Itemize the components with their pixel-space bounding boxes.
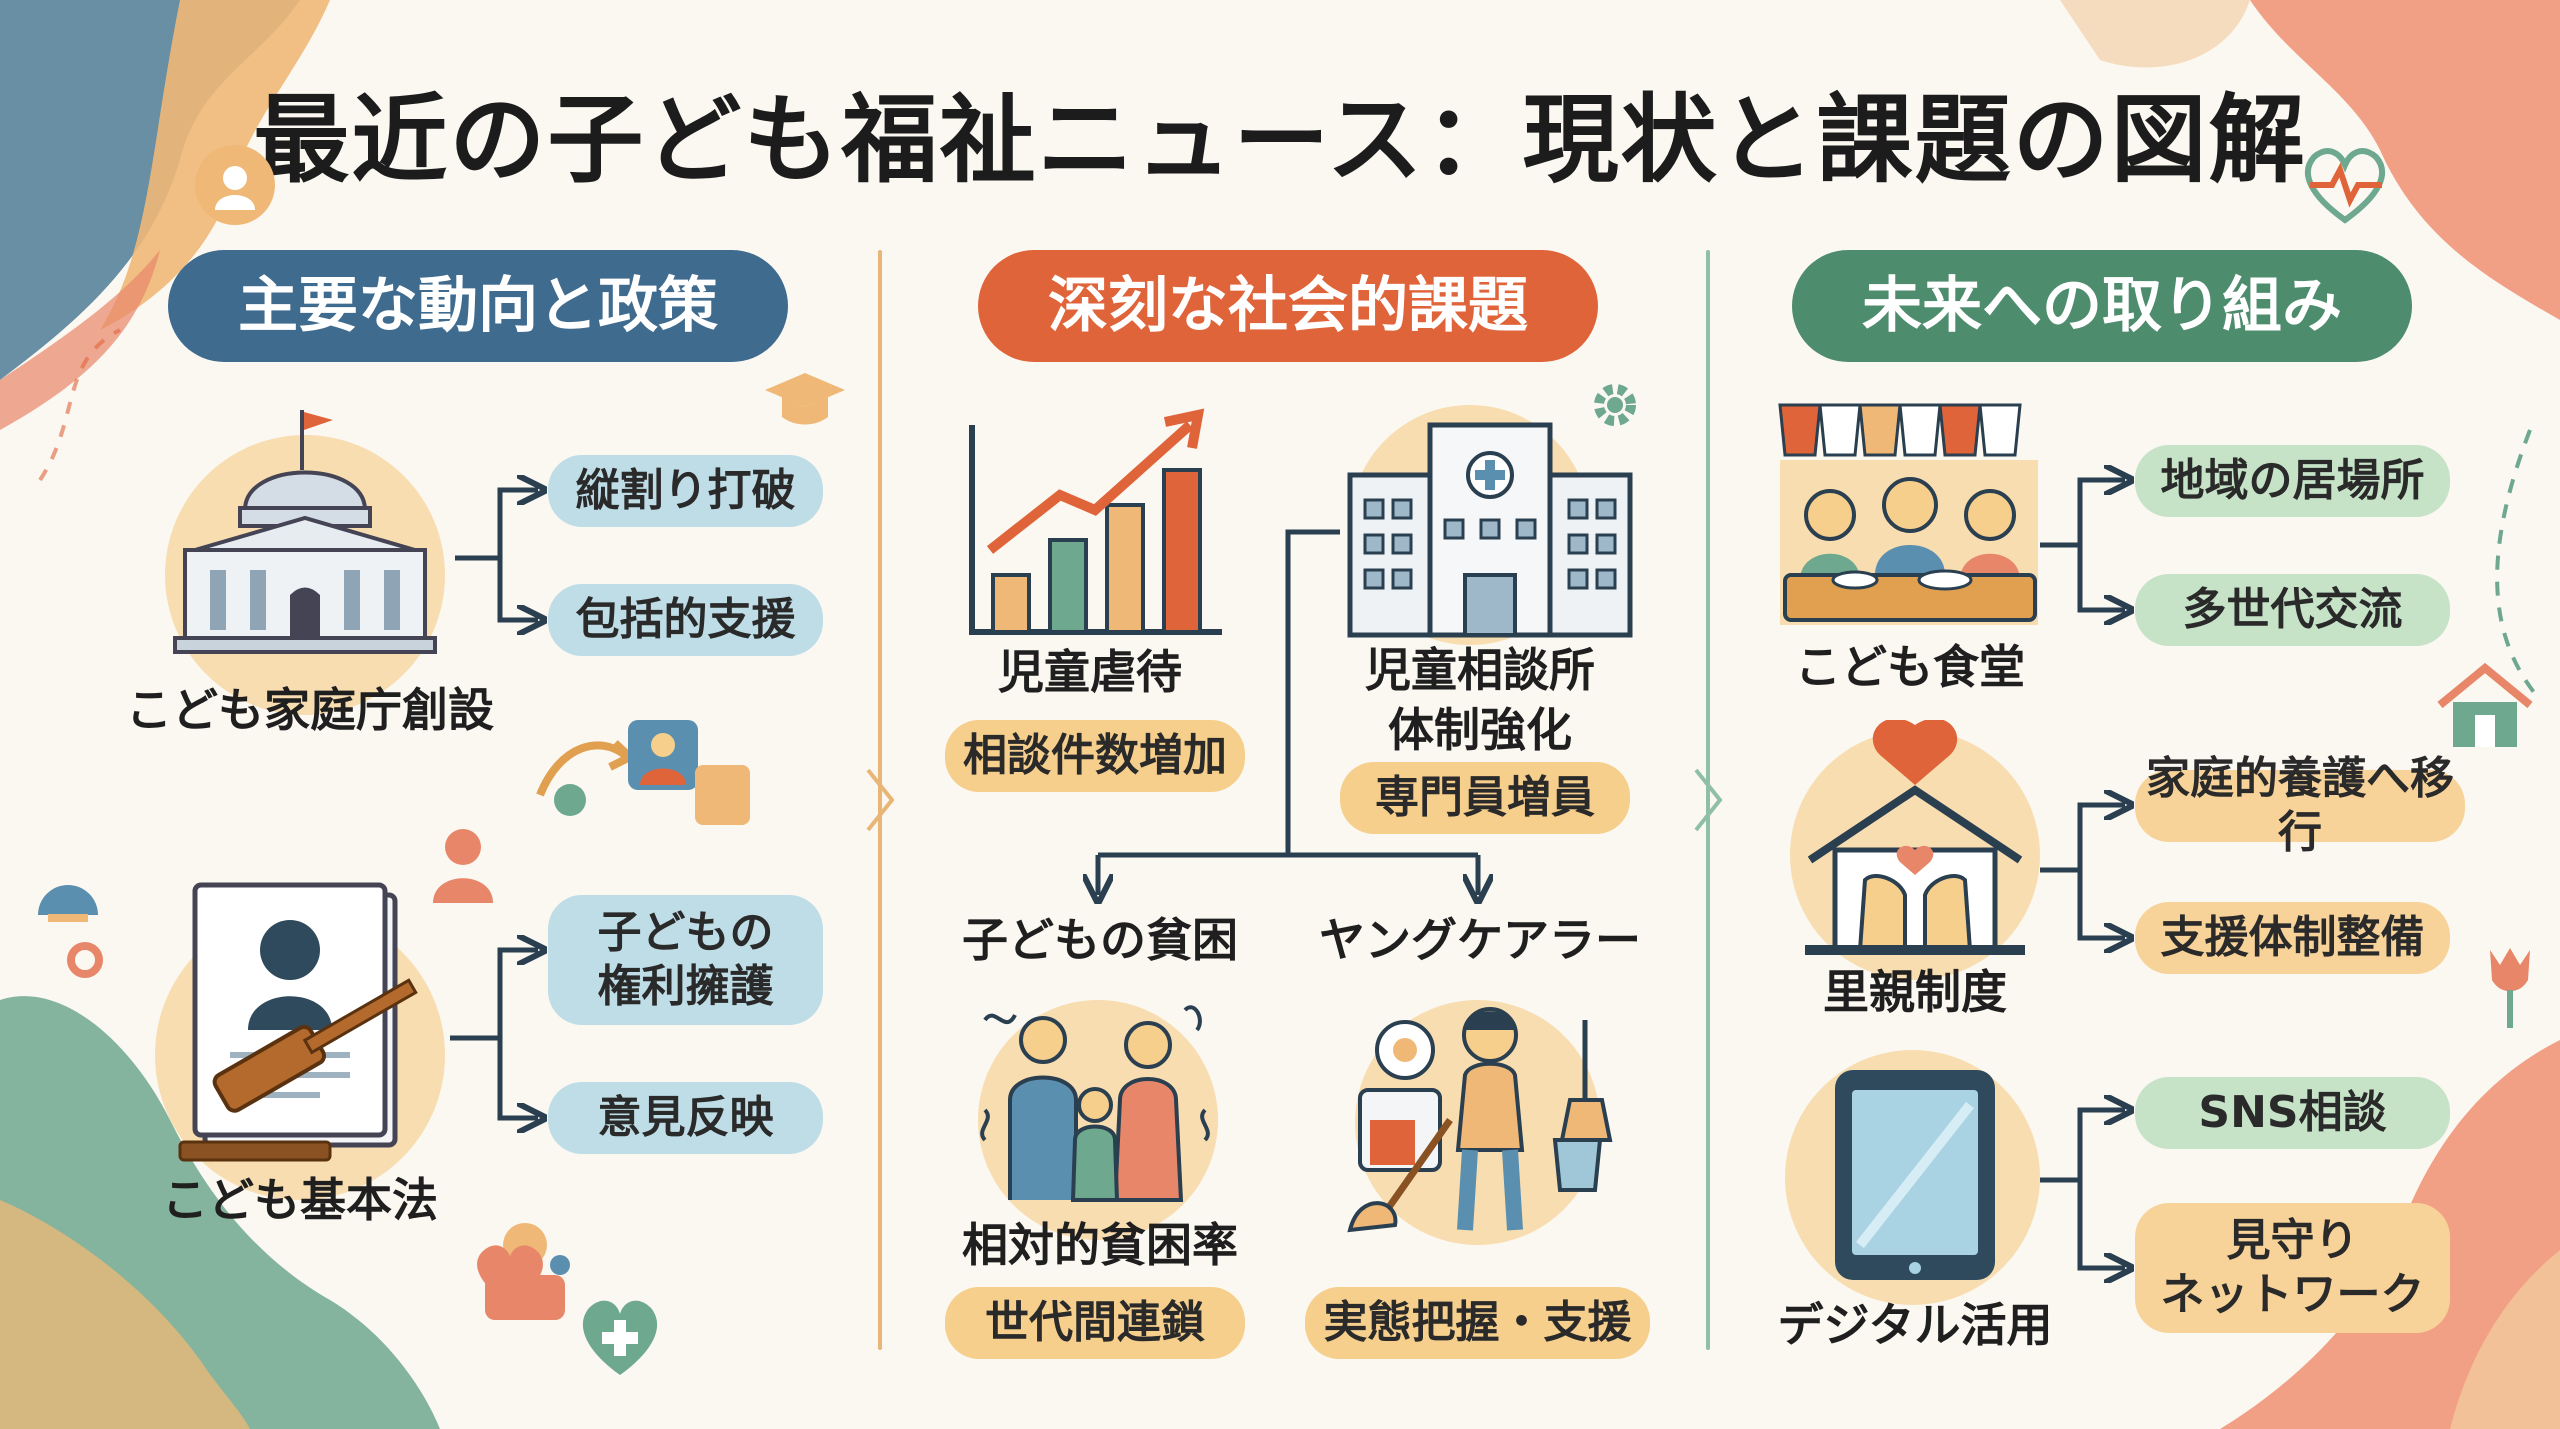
caption-basic-law-children: こども基本法 (162, 1173, 438, 1227)
government-building-icon (173, 410, 437, 654)
caption-digital-use: デジタル活用 (1777, 1298, 2053, 1352)
consultation-chat-icon (536, 720, 750, 825)
caption-young-carer: ヤングケアラー (1319, 913, 1641, 967)
branch-rights-advocacy: 子どもの 権利擁護 (548, 895, 823, 1025)
medical-heart-icon (582, 1300, 658, 1375)
house-icon (2437, 662, 2533, 747)
tulip-icon (2490, 948, 2530, 1028)
graduation-cap-icon (765, 373, 845, 425)
branch-support-system: 支援体制整備 (2135, 902, 2450, 974)
heart-pulse-icon (2304, 148, 2386, 224)
caption-relative-poverty-rate: 相対的貧困率 (962, 1218, 1238, 1272)
caption-foster-system: 里親制度 (1823, 965, 2007, 1019)
rising-bar-chart-icon (969, 408, 1222, 635)
column-divider-right (1706, 250, 1710, 1350)
column-divider-left (878, 250, 882, 1350)
house-heart-hands-icon (1805, 720, 2025, 955)
branch-break-silos: 縦割り打破 (548, 455, 823, 527)
tag-staff-increase: 専門員増員 (1340, 762, 1630, 834)
family-badge-icon (195, 145, 275, 225)
worried-family-icon (980, 1005, 1210, 1202)
column-header-issues: 深刻な社会的課題 (978, 250, 1598, 362)
tag-consultations-increase: 相談件数増加 (945, 720, 1245, 792)
branch-family-based-care: 家庭的養護へ移行 (2135, 753, 2465, 858)
caption-children-cafeteria: こども食堂 (1795, 640, 2025, 694)
branch-comprehensive-support: 包括的支援 (548, 584, 823, 656)
caption-child-guidance-center: 児童相談所 体制強化 (1365, 643, 1595, 757)
hospital-building-icon (1347, 422, 1633, 638)
branch-multigenerational-exchange: 多世代交流 (2135, 574, 2450, 646)
page-title: 最近の子ども福祉ニュース：現状と課題の図解 (253, 84, 2307, 196)
caption-child-poverty: 子どもの貧困 (962, 913, 1238, 967)
children-dining-icon (1778, 403, 2038, 625)
column-header-future: 未来への取り組み (1792, 250, 2412, 362)
column-header-trends: 主要な動向と政策 (168, 250, 788, 362)
child-sweeping-icon (1347, 1007, 1613, 1233)
person-icon (433, 829, 493, 903)
branch-opinion-reflection: 意見反映 (548, 1082, 823, 1154)
tablet-icon (1835, 1070, 1995, 1280)
branch-community-place: 地域の居場所 (2135, 445, 2450, 517)
caption-children-family-agency: こども家庭庁創設 (126, 683, 494, 737)
gear-icon (1594, 384, 1636, 426)
law-gavel-icon (178, 882, 418, 1162)
sun-icon (38, 885, 98, 922)
heart-icon (477, 1245, 543, 1305)
branch-monitoring-network: 見守り ネットワーク (2135, 1203, 2450, 1333)
gear-icon (67, 942, 103, 978)
tag-survey-and-support: 実態把握・支援 (1305, 1287, 1650, 1359)
caption-child-abuse: 児童虐待 (998, 645, 1182, 699)
tag-intergenerational-chain: 世代間連鎖 (945, 1287, 1245, 1359)
branch-sns-consultation: SNS相談 (2135, 1077, 2450, 1149)
